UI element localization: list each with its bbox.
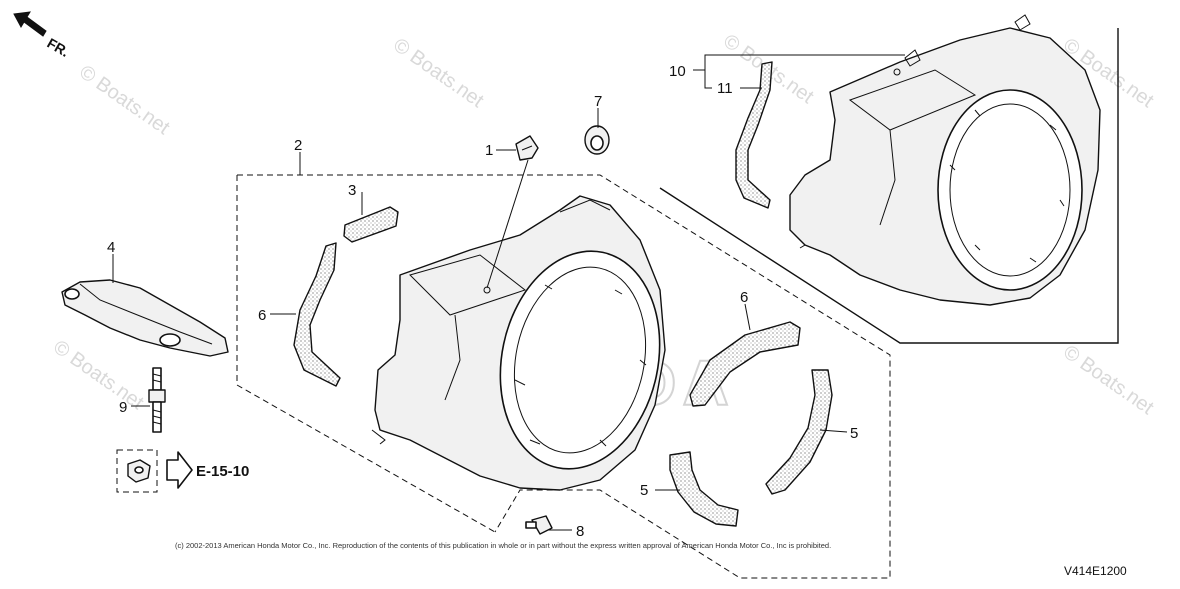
reference-part-box xyxy=(116,449,158,493)
callout-7: 7 xyxy=(594,93,602,110)
reference-label: E-15-10 xyxy=(196,463,249,480)
callout-6-right: 6 xyxy=(740,289,748,306)
seal-part-3 xyxy=(343,206,399,243)
flange-bolt-part-8 xyxy=(525,515,553,535)
callout-6-left: 6 xyxy=(258,307,266,324)
reference-arrow-icon xyxy=(166,451,193,489)
front-direction-arrow: FR. xyxy=(13,11,73,60)
callout-4: 4 xyxy=(107,239,115,256)
fan-shroud-assembly xyxy=(789,14,1101,306)
boats-watermark: © Boats.net xyxy=(1059,341,1158,419)
callout-2: 2 xyxy=(294,137,302,154)
grommet-part-7 xyxy=(584,125,610,155)
clip-part-1 xyxy=(515,135,539,161)
boats-watermark: © Boats.net xyxy=(49,336,148,414)
nut-icon xyxy=(127,459,151,483)
diagram-code: V414E1200 xyxy=(1064,564,1127,578)
leader-line xyxy=(486,159,529,289)
seal-part-5-lower xyxy=(669,451,739,527)
callout-1: 1 xyxy=(485,142,493,159)
copyright-notice: (c) 2002-2013 American Honda Motor Co., … xyxy=(175,541,831,550)
callout-3: 3 xyxy=(348,182,356,199)
callout-5-upper: 5 xyxy=(850,425,858,442)
callout-8: 8 xyxy=(576,523,584,540)
assembly-box-outline xyxy=(237,174,891,579)
seal-part-11 xyxy=(735,61,773,209)
assembly-box-outline xyxy=(236,175,496,533)
front-label: FR. xyxy=(45,35,73,60)
seal-part-6-right xyxy=(689,321,801,407)
callout-9: 9 xyxy=(119,399,127,416)
seal-part-6-left xyxy=(293,242,341,387)
seal-part-5-upper xyxy=(765,369,833,495)
boats-watermark: © Boats.net xyxy=(389,34,488,112)
leader-lines xyxy=(112,54,905,531)
bracket-part-4 xyxy=(61,279,229,357)
assembly-box-outline xyxy=(659,28,1119,344)
stud-bolt-part-9 xyxy=(148,367,166,433)
fan-shroud xyxy=(371,195,666,491)
boats-watermark: © Boats.net xyxy=(75,61,174,139)
callout-11: 11 xyxy=(717,80,733,97)
callout-5-lower: 5 xyxy=(640,482,648,499)
callout-10: 10 xyxy=(669,63,686,80)
